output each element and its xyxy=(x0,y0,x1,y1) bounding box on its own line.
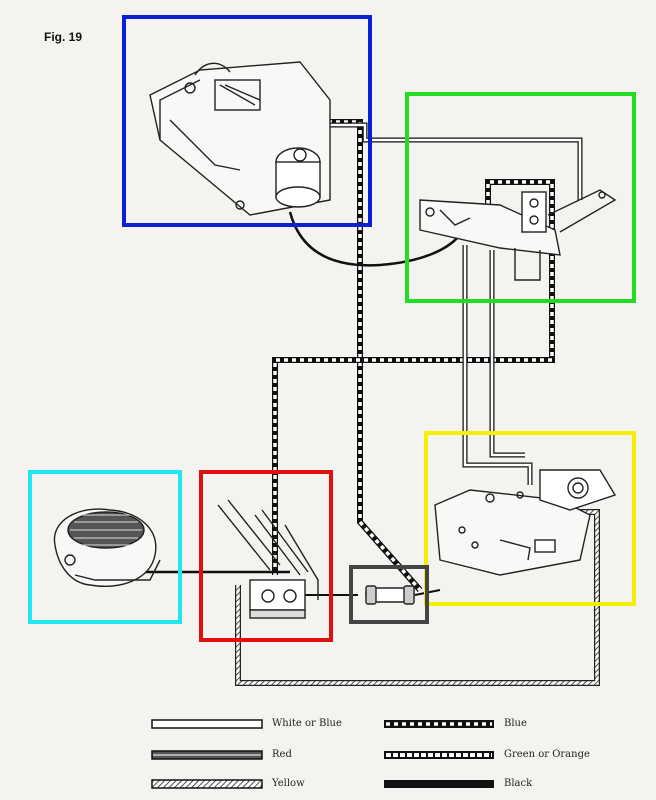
legend-label-blue: Blue xyxy=(504,718,527,729)
legend-swatch-yellow-hatched xyxy=(151,779,263,789)
highlight-box-cyan xyxy=(28,470,182,624)
lower-right-assembly-drawing xyxy=(434,469,617,576)
upper-right-assembly-drawing xyxy=(419,189,617,281)
legend-swatch-red xyxy=(151,750,263,760)
terminal-block-drawing xyxy=(217,499,319,619)
legend-label-white: White or Blue xyxy=(272,718,342,729)
highlight-box-blue xyxy=(122,15,372,227)
highlight-box-red xyxy=(199,470,333,642)
legend-swatch-green-dashed xyxy=(384,751,494,759)
legend-swatches xyxy=(151,719,494,789)
highlight-boxes xyxy=(28,15,636,642)
legend-swatch-white xyxy=(151,719,263,729)
highlight-box-yellow xyxy=(424,431,636,606)
wire-white-pair xyxy=(300,122,583,485)
legend-label-yellow: Yellow xyxy=(272,778,305,789)
figure-label: Fig. 19 xyxy=(44,30,83,44)
legend-label-red: Red xyxy=(272,749,292,760)
upper-left-assembly-drawing xyxy=(149,61,331,216)
legend-label-black: Black xyxy=(504,778,533,789)
round-grille-unit-drawing xyxy=(53,508,161,587)
fuse-drawing xyxy=(365,585,415,605)
highlight-box-green xyxy=(405,92,636,303)
legend-swatch-blue-dashed xyxy=(384,720,494,728)
legend-label-green-orange: Green or Orange xyxy=(504,749,590,760)
wire-black xyxy=(110,211,464,596)
highlight-box-gray xyxy=(349,565,429,624)
legend-swatch-black xyxy=(384,780,494,788)
